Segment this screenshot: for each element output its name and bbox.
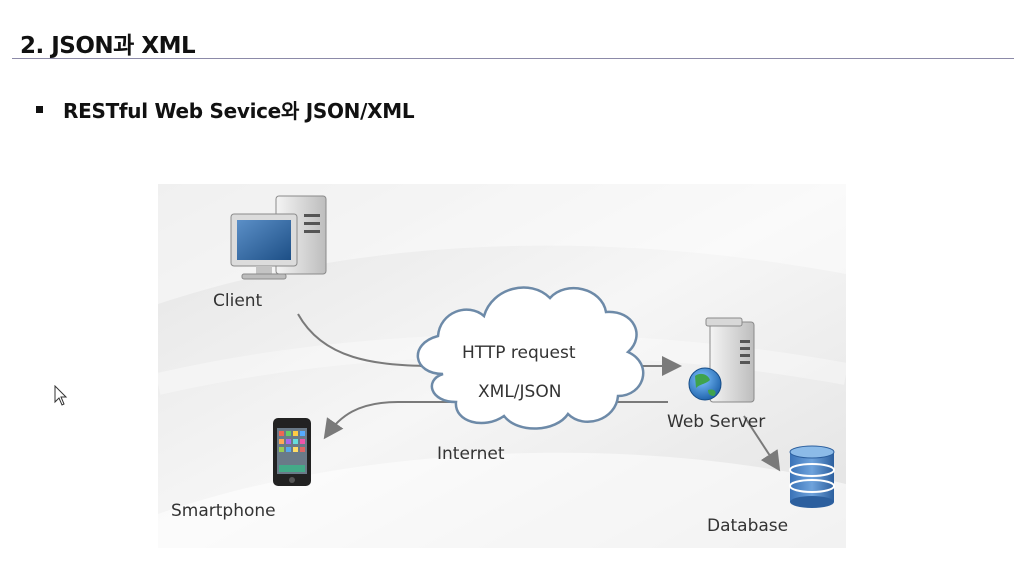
database-label: Database — [707, 516, 788, 536]
database-icon — [789, 445, 835, 508]
response-arrow — [323, 401, 668, 440]
client-connector-line — [297, 313, 439, 367]
rest-architecture-diagram: Client Smartphone Internet HTTP request … — [158, 184, 846, 548]
desktop-computer-icon — [230, 195, 327, 280]
cloud-icon — [416, 286, 645, 430]
mouse-cursor-icon — [54, 385, 68, 406]
slide-title: 2. JSON과 XML — [20, 33, 196, 59]
globe-icon — [688, 367, 722, 401]
internet-label: Internet — [437, 444, 505, 464]
web-server-label: Web Server — [667, 412, 765, 432]
bullet-item: RESTful Web Sevice와 JSON/XML — [36, 95, 415, 124]
smartphone-icon — [273, 418, 311, 486]
server-database-arrow — [743, 415, 781, 472]
http-request-label: HTTP request — [462, 343, 576, 363]
smartphone-label: Smartphone — [171, 501, 276, 521]
xml-json-label: XML/JSON — [478, 382, 561, 402]
bullet-square-icon — [36, 106, 43, 113]
bullet-text: RESTful Web Sevice와 JSON/XML — [63, 99, 415, 123]
title-divider — [12, 58, 1014, 59]
client-label: Client — [213, 291, 263, 311]
